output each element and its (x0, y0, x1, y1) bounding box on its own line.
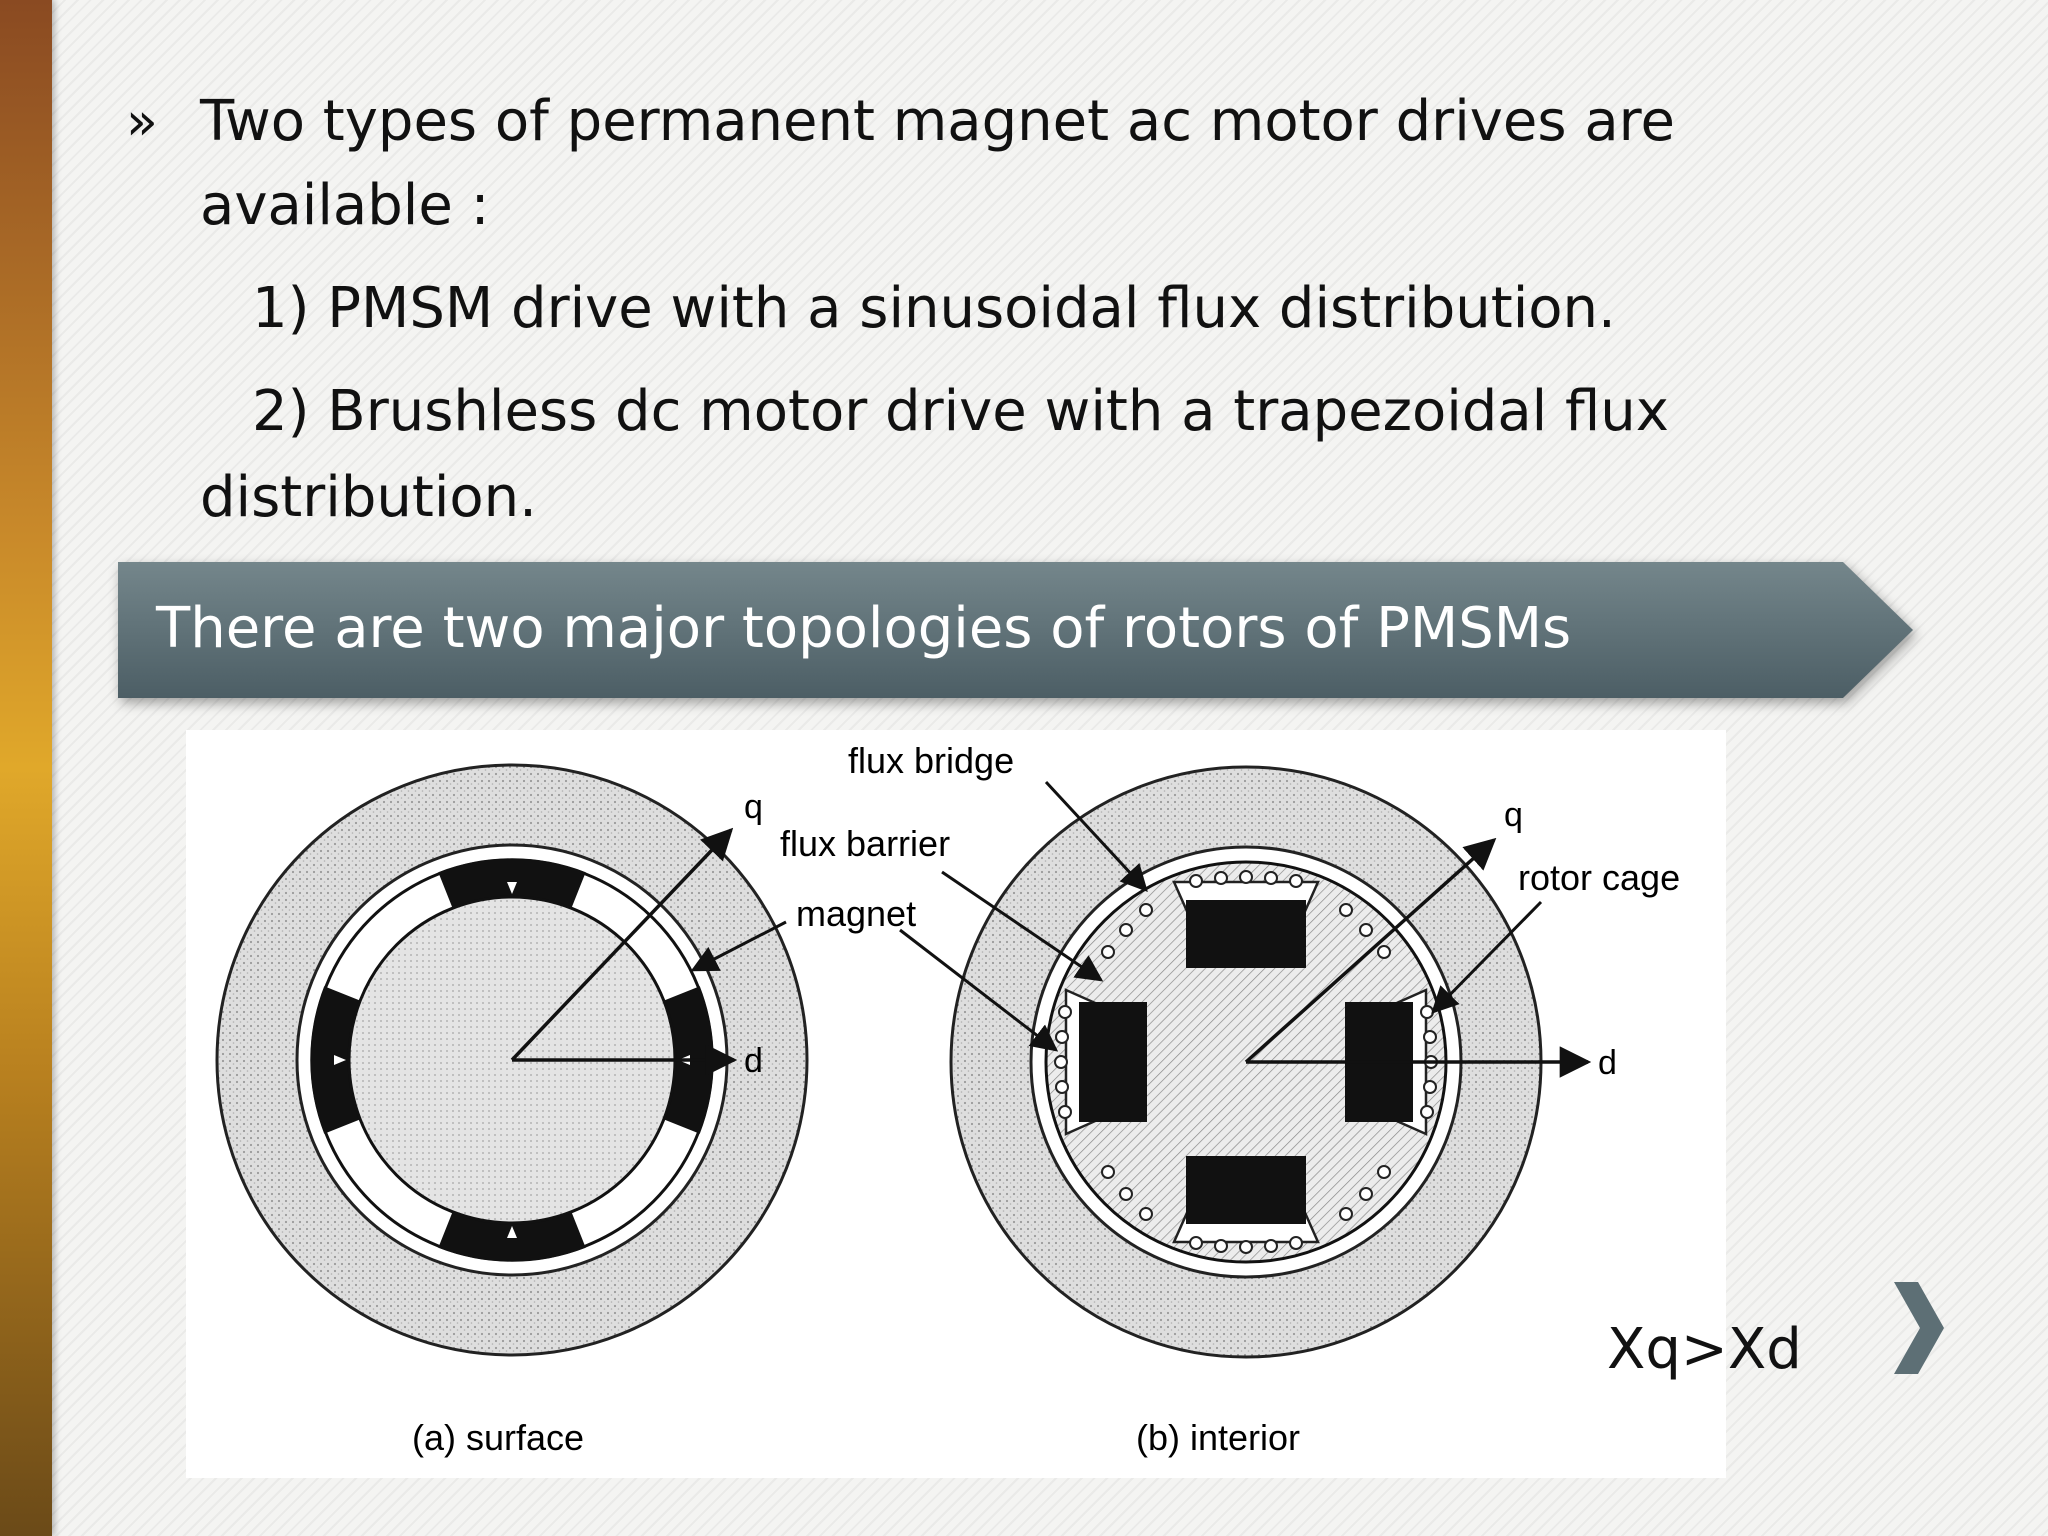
magnet-arrow-b (899, 928, 1059, 1052)
next-slide-button[interactable] (1888, 1278, 1948, 1378)
surface-rotor-diagram: d q (a) surface (215, 763, 809, 1458)
interior-d-label: d (1598, 1044, 1617, 1082)
flux-bridge-arrow (1044, 780, 1148, 892)
interior-rotor-diagram: d q flux bridge flux barrier magnet roto… (780, 740, 1680, 1458)
surface-q-axis (510, 827, 734, 1062)
caption-interior: (b) interior (1136, 1417, 1300, 1458)
interior-q-axis (1244, 837, 1497, 1064)
list-item-1: 1) PMSM drive with a sinusoidal flux dis… (252, 276, 1616, 341)
list-item-2-line-2: distribution. (200, 465, 537, 530)
label-flux-bridge: flux bridge (848, 740, 1014, 781)
reactance-relation: Xq>Xd (1607, 1317, 1802, 1382)
label-rotor-cage: rotor cage (1518, 857, 1680, 898)
bullet-line-2: available : (200, 173, 490, 238)
side-accent-bar (0, 0, 52, 1536)
banner-text: There are two major topologies of rotors… (156, 596, 1572, 661)
caption-surface: (a) surface (412, 1417, 584, 1458)
label-magnet: magnet (796, 893, 916, 934)
surface-q-label: q (744, 788, 763, 826)
magnet-arrow-a (690, 920, 787, 972)
interior-magnets (1079, 900, 1413, 1224)
list-item-2-line-1: 2) Brushless dc motor drive with a trape… (252, 379, 1669, 444)
topology-banner: There are two major topologies of rotors… (118, 562, 1913, 698)
bullet-line-1: Two types of permanent magnet ac motor d… (200, 89, 1675, 154)
bullet-marker: » (126, 92, 158, 152)
label-flux-barrier: flux barrier (780, 823, 950, 864)
rotor-cage-bars (1054, 870, 1438, 1254)
rotor-cage-arrow (1431, 900, 1543, 1014)
surface-d-label: d (744, 1042, 763, 1080)
chevron-right-icon (1894, 1282, 1944, 1374)
flux-barrier-arrow (941, 870, 1104, 982)
rotor-topology-figure: d q (a) surface (186, 730, 1726, 1478)
interior-q-label: q (1504, 796, 1523, 834)
